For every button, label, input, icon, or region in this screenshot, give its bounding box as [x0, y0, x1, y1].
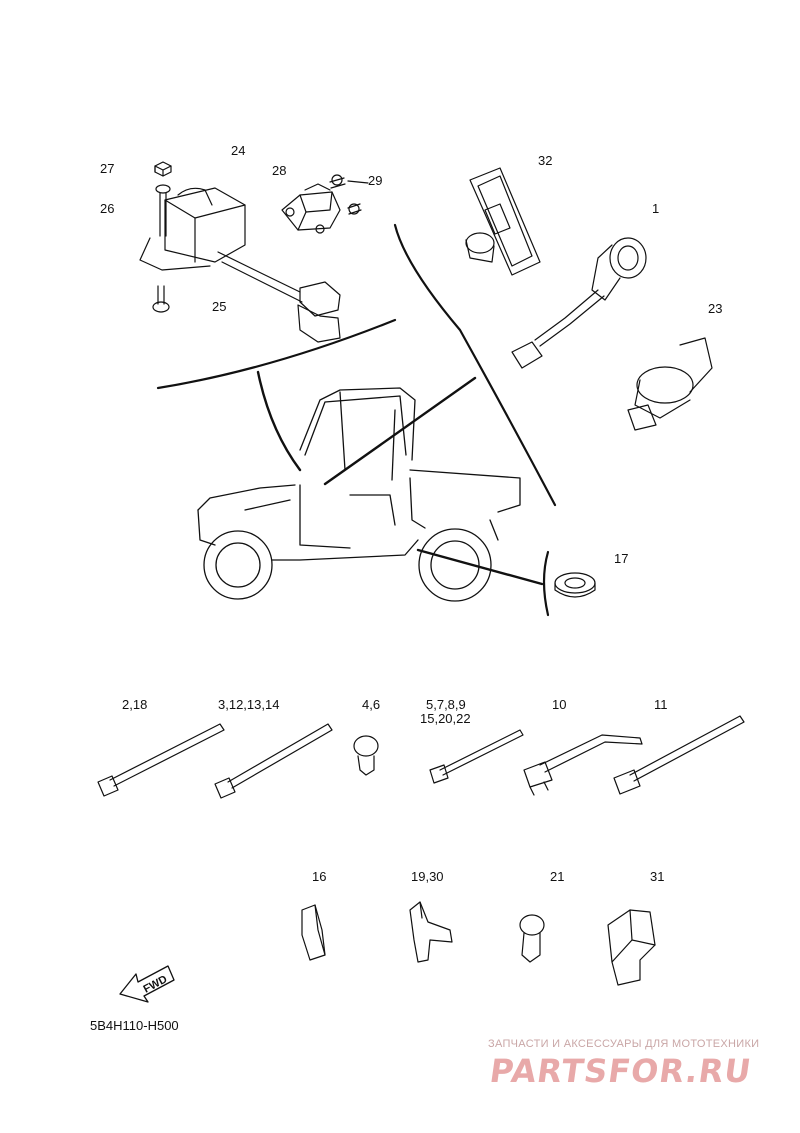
part-2-18-cable-tie — [97, 723, 225, 797]
part-19-30-clip — [409, 901, 453, 963]
label-32: 32 — [538, 153, 553, 168]
label-10: 10 — [552, 697, 567, 712]
callout-bracket-17 — [542, 550, 550, 617]
part-26-stud — [159, 192, 167, 237]
label-25: 25 — [212, 299, 227, 314]
part-3-12-13-14-cable-tie — [214, 723, 333, 799]
part-16-clip — [301, 904, 326, 961]
part-29-screws — [329, 174, 369, 215]
label-11: 11 — [654, 697, 668, 712]
leader-17 — [416, 548, 544, 586]
watermark-brand: PARTSFOR.RU — [487, 1052, 755, 1090]
part-25-bolt — [152, 285, 170, 313]
callout-bracket-right — [393, 223, 557, 507]
leader-left-1 — [256, 370, 302, 472]
label-29: 29 — [368, 173, 383, 188]
part-32-switch — [465, 167, 541, 276]
label-24: 24 — [231, 143, 246, 158]
callout-bracket-left — [156, 318, 397, 390]
vehicle-side-by-side — [197, 387, 521, 602]
label-17: 17 — [614, 551, 629, 566]
part-26-washer — [155, 184, 171, 194]
label-3-12-13-14: 3,12,13,14 — [218, 697, 280, 712]
forward-arrow-icon: FWD — [119, 965, 175, 1003]
label-23: 23 — [708, 301, 723, 316]
part-21-clip — [519, 914, 545, 963]
part-27-nut — [154, 161, 172, 177]
label-21: 21 — [550, 869, 565, 884]
label-16: 16 — [312, 869, 327, 884]
label-5-7-8-9: 5,7,8,9 — [426, 697, 466, 712]
label-2-18: 2,18 — [122, 697, 148, 712]
part-17-grommet — [554, 572, 596, 598]
label-31: 31 — [650, 869, 665, 884]
label-27: 27 — [100, 161, 115, 176]
fwd-label: FWD — [142, 973, 170, 995]
part-11-cable-tie-clamp — [613, 715, 745, 795]
part-28-sensor — [281, 183, 341, 234]
part-1-socket — [511, 237, 647, 369]
leader-right-1 — [323, 376, 477, 486]
part-4-6-clamp — [353, 735, 379, 776]
watermark-subtitle: ЗАПЧАСТИ И АКСЕССУАРЫ ДЛЯ МОТОТЕХНИКИ — [488, 1038, 760, 1050]
label-15-20-22: 15,20,22 — [420, 711, 471, 726]
label-19-30: 19,30 — [411, 869, 444, 884]
diagram-code: 5B4H110-H500 — [90, 1018, 179, 1033]
part-10-cable-tie-clamp — [523, 734, 643, 796]
part-24-relay-unit — [139, 187, 341, 343]
part-31-clamp — [607, 909, 656, 986]
part-23-switch — [627, 337, 713, 431]
label-4-6: 4,6 — [362, 697, 381, 712]
label-1: 1 — [652, 201, 660, 216]
label-28: 28 — [272, 163, 287, 178]
part-5-7-8-9-cable-tie — [429, 729, 524, 784]
label-26: 26 — [100, 201, 115, 216]
